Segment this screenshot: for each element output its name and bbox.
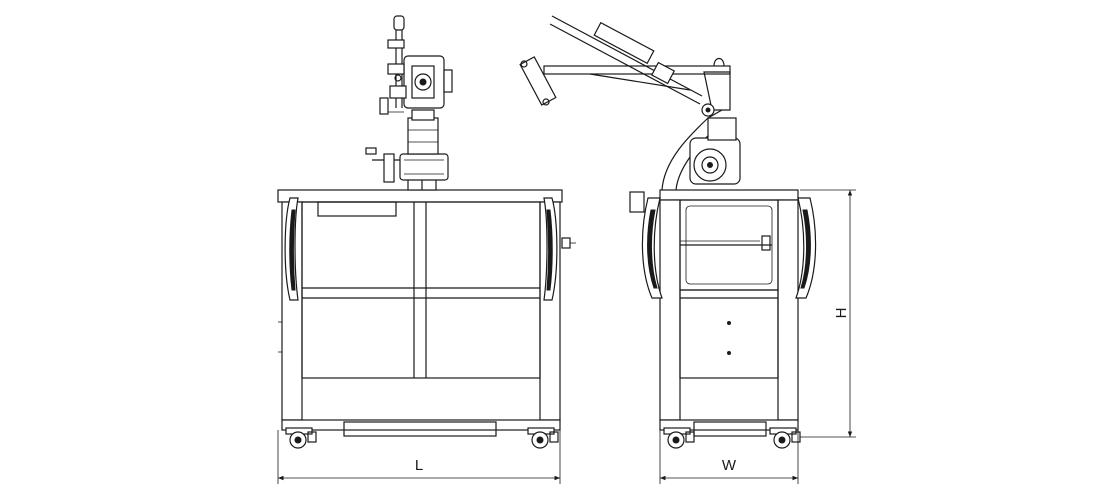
caster-wheel-left-front [285,427,317,449]
length-label: L [415,457,423,474]
caster-wheel-left-side [663,427,695,449]
dimension-length: L [277,430,561,484]
width-label: W [722,457,737,474]
front-view [277,15,576,449]
caster-wheel-right-front [527,427,559,449]
caster-wheel-right-side [769,427,801,449]
side-view [519,15,817,449]
dimension-width: W [659,430,799,484]
height-label: H [833,308,850,319]
dimension-height: H [800,189,856,438]
